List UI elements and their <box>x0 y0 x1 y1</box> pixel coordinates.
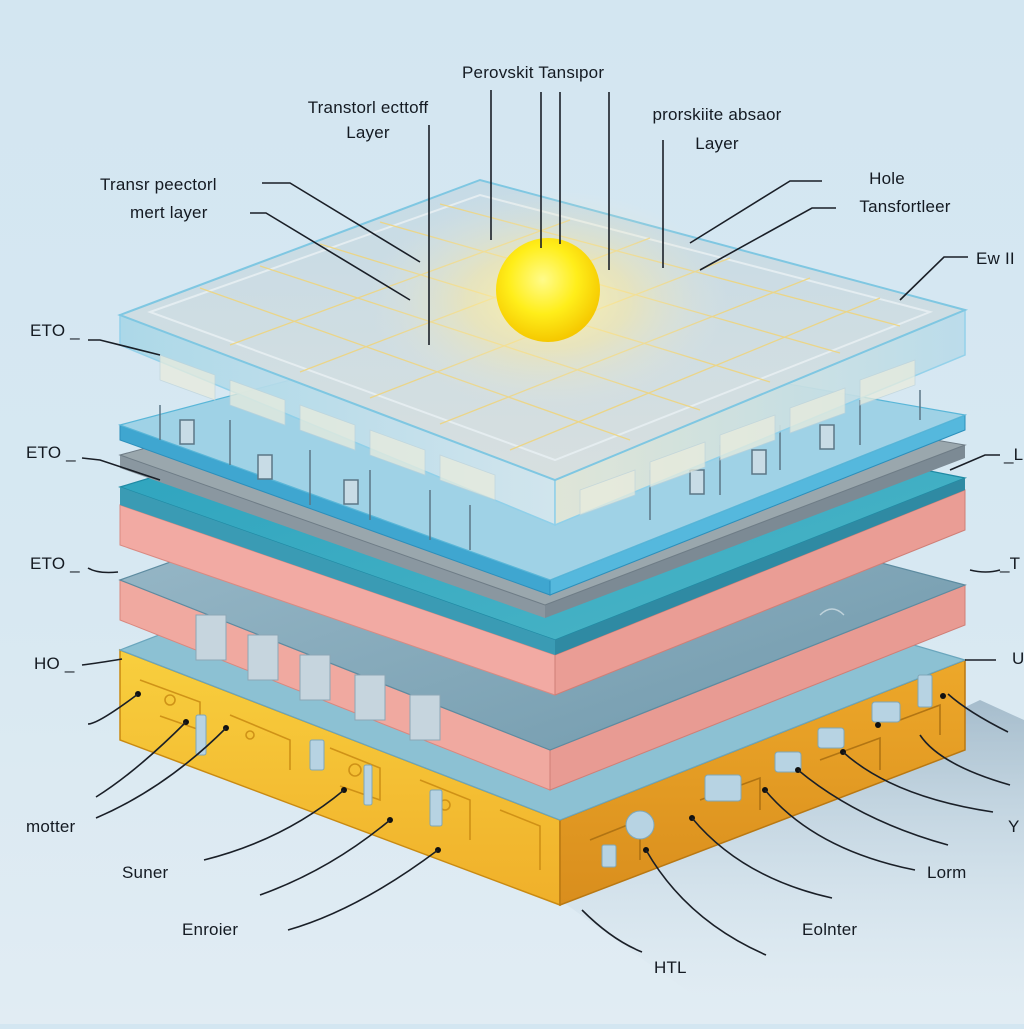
label-bottom-suner: Suner <box>122 863 169 882</box>
label-line: Layer <box>346 123 390 142</box>
label-right-l: _L <box>1004 445 1024 464</box>
label-left-eto-1: ETO _ <box>30 321 80 340</box>
label-transport-layer-upper: Transr peectorl mert layer <box>100 174 217 223</box>
label-line: mert layer <box>130 203 208 222</box>
floor-shadow <box>560 700 1024 1000</box>
label-right-t: _T <box>1000 554 1021 573</box>
label-bottom-eolnter: Eolnter <box>802 920 858 939</box>
label-bottom-htl: HTL <box>654 958 687 977</box>
label-line: Layer <box>695 134 739 153</box>
label-right-y: Y <box>1008 817 1020 836</box>
label-bottom-motter: motter <box>26 817 76 836</box>
label-hole-transport-layer: Hole Tansfortleer <box>830 168 980 217</box>
label-line: Transr peectorl <box>100 175 217 194</box>
label-perovskite-transport: Perovskit Tansιpor <box>462 63 605 82</box>
label-bottom-enroier: Enroier <box>182 920 239 939</box>
label-left-eto-3: ETO _ <box>30 554 80 573</box>
label-perovskite-absorber-layer: prorskiite absaor Layer <box>636 104 798 154</box>
leader-lines <box>81 90 1011 956</box>
label-line: Transtorl ecttoff <box>307 98 429 117</box>
label-transport-electron-layer: Transtorl ecttoff Layer <box>290 97 446 143</box>
label-right-u: U <box>1012 649 1024 668</box>
label-line: Hole <box>869 169 905 188</box>
sun-light-source <box>496 238 600 342</box>
label-bottom-lorm: Lorm <box>927 863 967 882</box>
label-line: Tansfortleer <box>859 197 951 216</box>
label-right-ew: Ew II <box>976 249 1015 268</box>
label-line: prorskiite absaor <box>652 105 782 124</box>
label-left-eto-2: ETO _ <box>26 443 76 462</box>
label-left-ho: HO _ <box>34 654 75 673</box>
